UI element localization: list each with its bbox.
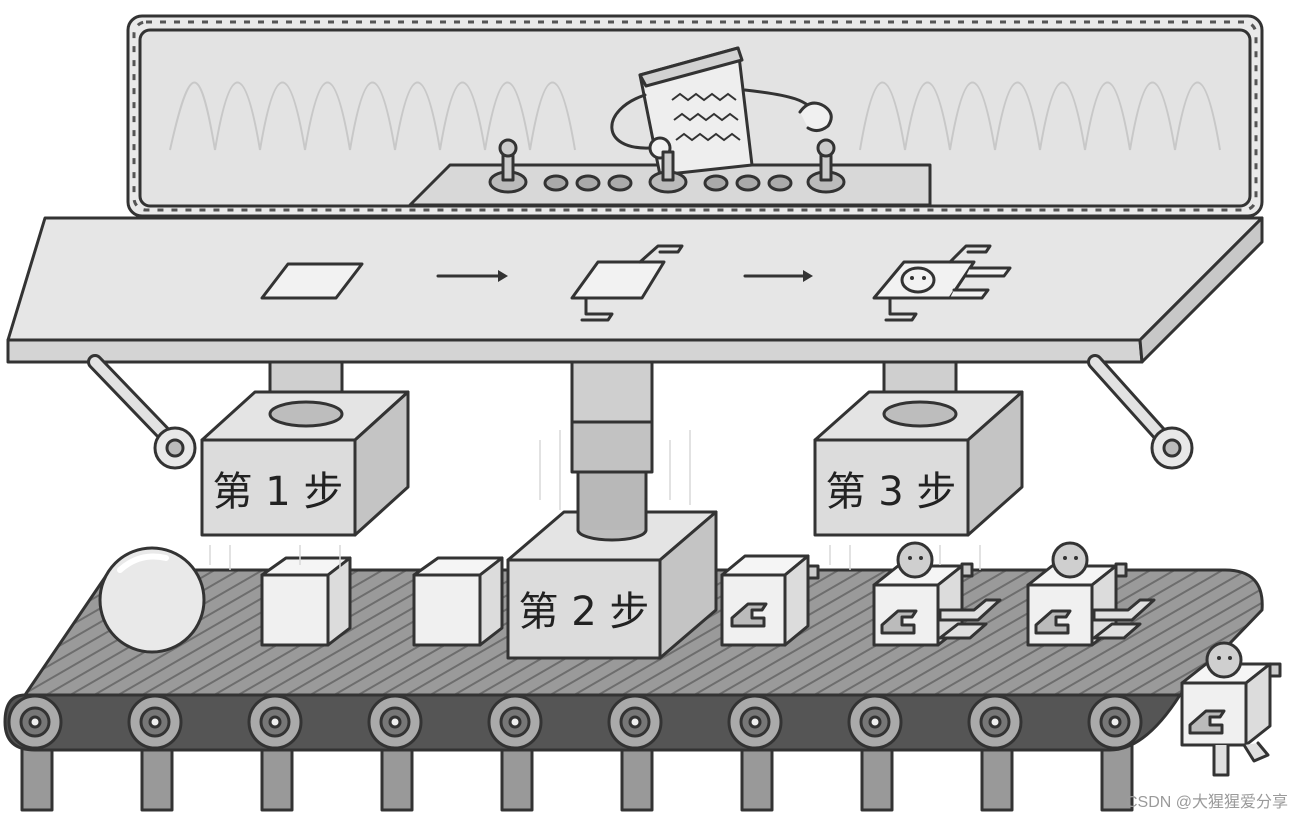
blueprint-full-robot-icon bbox=[872, 244, 1012, 322]
robot-walking-off bbox=[1180, 641, 1282, 777]
press-step-3: 第 3 步 bbox=[813, 360, 1024, 570]
operator-robot-icon bbox=[610, 46, 833, 177]
step-2-label: 第 2 步 bbox=[519, 589, 650, 635]
arrow-right-icon bbox=[436, 270, 508, 282]
blueprint-partial-robot-icon bbox=[570, 244, 684, 322]
robot-complete-1 bbox=[872, 541, 1002, 647]
conveyor-rollers bbox=[7, 694, 1143, 750]
step-1-label: 第 1 步 bbox=[213, 469, 344, 515]
press-step-2: 第 2 步 bbox=[506, 360, 718, 660]
watermark: CSDN @大猩猩爱分享 bbox=[1125, 794, 1288, 811]
blueprint-square-icon bbox=[260, 262, 364, 300]
robot-partial-1 bbox=[720, 554, 820, 647]
console-buttons bbox=[543, 174, 793, 192]
control-panel bbox=[126, 14, 1264, 218]
cube-1 bbox=[260, 556, 352, 647]
cube-2 bbox=[412, 556, 504, 647]
panel-scribble-left bbox=[169, 81, 576, 151]
belt-items bbox=[98, 541, 1282, 777]
blueprint-shelf bbox=[6, 216, 1264, 470]
arrow-right-icon-2 bbox=[743, 270, 813, 282]
console-levers bbox=[488, 138, 846, 194]
panel-scribble-right bbox=[859, 81, 1221, 151]
robot-complete-2 bbox=[1026, 541, 1156, 647]
press-step-1: 第 1 步 bbox=[200, 360, 410, 570]
step-3-label: 第 3 步 bbox=[826, 469, 957, 515]
raw-sphere bbox=[98, 546, 206, 654]
